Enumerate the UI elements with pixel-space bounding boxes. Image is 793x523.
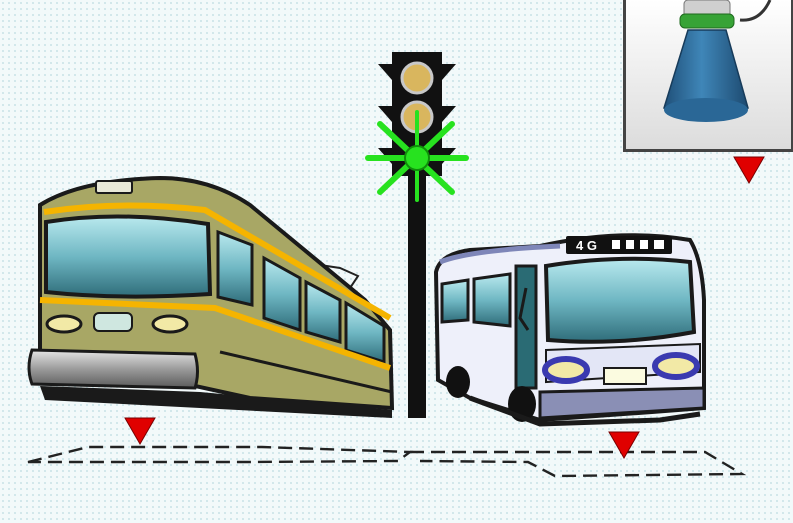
sensor-marker [734,157,764,183]
bus-detection-marker [609,432,639,458]
tram-windshield [46,216,210,296]
bus-destination-text: 4 G [576,238,597,253]
bus-bumper [540,388,704,418]
detection-zones [28,447,742,476]
tram-roof-sign [96,181,132,193]
bus-side-windows [442,274,510,326]
bus-headlight-left [545,359,587,381]
tram-headlight-left [47,316,81,332]
bus-headlight-right [655,355,697,377]
bus-wheel-rear [446,366,470,398]
tram-detection-marker [125,418,155,444]
tram-front-panel [94,313,132,331]
bus-windshield [546,259,694,342]
bus-plate [604,368,646,384]
traffic-lamp-green [405,146,429,170]
tram-bumper [29,350,198,388]
sensor-photo-inset [623,0,793,152]
bus-detection-zone [410,452,742,476]
tram-headlight-right [153,316,187,332]
traffic-light-pole [408,170,426,418]
bus: 4 G [436,235,704,424]
traffic-lamp-top [402,63,432,93]
tram-detection-zone [28,447,410,462]
tram [29,178,392,418]
